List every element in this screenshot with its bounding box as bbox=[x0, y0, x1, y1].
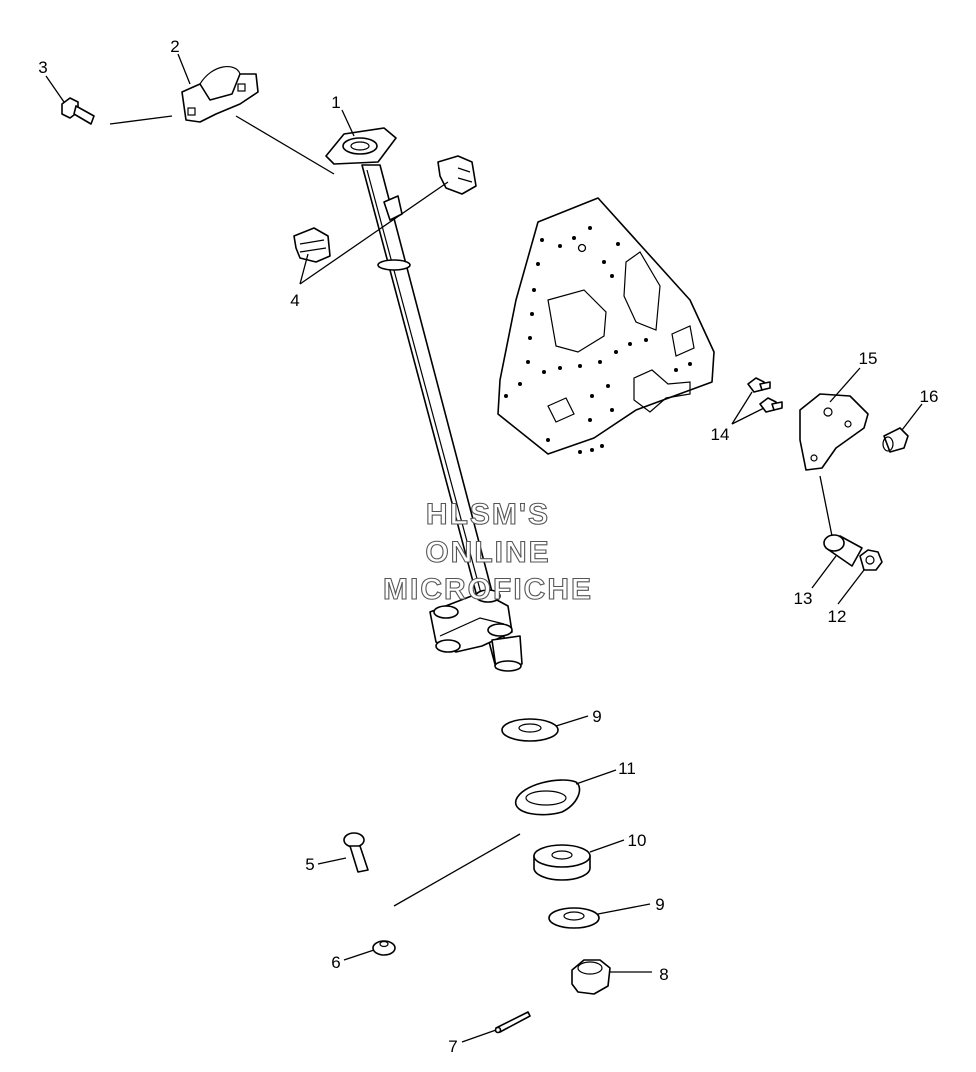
post-bushings bbox=[293, 155, 477, 263]
callout-9-upper: 9 bbox=[592, 707, 601, 726]
watermark-line-3: MICROFICHE bbox=[382, 572, 593, 606]
washer-lower bbox=[548, 907, 600, 929]
cap-nut bbox=[882, 427, 909, 453]
callout-11: 11 bbox=[618, 759, 636, 778]
callout-6: 6 bbox=[331, 953, 340, 972]
callout-7: 7 bbox=[448, 1037, 457, 1056]
steering-post bbox=[325, 127, 523, 672]
steering-clamp bbox=[181, 66, 259, 123]
washer-upper bbox=[501, 718, 559, 742]
callout-8: 8 bbox=[659, 965, 668, 984]
spacer bbox=[533, 844, 591, 881]
callout-4: 4 bbox=[290, 291, 299, 310]
callout-16: 16 bbox=[920, 387, 939, 406]
callout-2: 2 bbox=[170, 37, 179, 56]
flange-nut bbox=[372, 940, 396, 956]
castle-nut bbox=[571, 959, 611, 995]
leader-lines bbox=[45, 53, 923, 1043]
callout-3: 3 bbox=[38, 58, 47, 77]
callout-14: 14 bbox=[711, 425, 730, 444]
carriage-bolt bbox=[343, 832, 369, 873]
callout-15: 15 bbox=[859, 349, 878, 368]
callout-13: 13 bbox=[794, 589, 813, 608]
clamp-bolt bbox=[61, 97, 95, 125]
callout-10: 10 bbox=[628, 831, 647, 850]
mounting-screws bbox=[747, 377, 783, 413]
pivot-bracket bbox=[799, 393, 869, 471]
watermark-line-1: HLSM'S bbox=[425, 497, 551, 531]
cotter-pin bbox=[494, 1011, 531, 1034]
callout-5: 5 bbox=[305, 855, 314, 874]
callout-9-lower: 9 bbox=[655, 895, 664, 914]
callout-1: 1 bbox=[331, 93, 340, 112]
callout-labels: 1 2 3 4 5 6 7 8 9 9 10 11 12 13 14 15 16 bbox=[38, 37, 938, 1056]
plate-holes bbox=[504, 226, 692, 454]
frame-plate bbox=[497, 197, 715, 455]
watermark-line-2: ONLINE bbox=[425, 535, 551, 569]
bearing-plate bbox=[515, 779, 581, 816]
assembly-lines bbox=[109, 115, 833, 907]
pivot-bushing bbox=[823, 534, 863, 567]
callout-12: 12 bbox=[828, 607, 847, 626]
